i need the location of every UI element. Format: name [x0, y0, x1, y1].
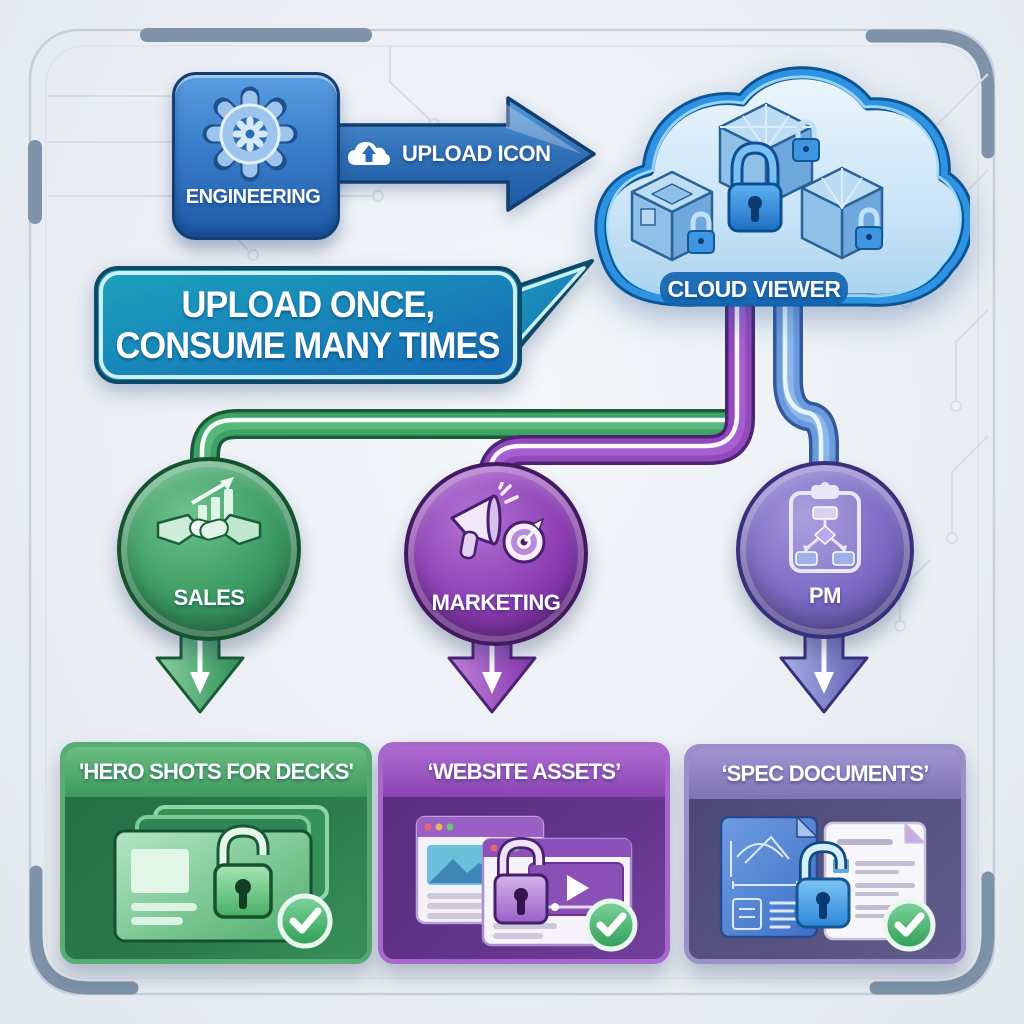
marketing-circle: MARKETING — [404, 462, 588, 646]
padlock-icon — [727, 141, 783, 233]
marketing-label: MARKETING — [431, 590, 561, 615]
open-padlock-icon — [795, 840, 851, 929]
sales-label: SALES — [173, 585, 245, 610]
banner-line-2: CONSUME MANY TIMES — [115, 325, 501, 366]
banner-line-1: UPLOAD ONCE, — [181, 283, 436, 325]
open-padlock-icon — [493, 836, 549, 925]
padlock-icon — [687, 211, 715, 254]
cloud-viewer — [594, 66, 970, 307]
open-padlock-icon — [213, 824, 273, 919]
cloud-label-plinth — [660, 272, 848, 306]
check-badge-icon — [882, 898, 936, 952]
card-hero-shots: 'HERO SHOTS FOR DECKS' — [60, 742, 372, 964]
padlock-icon — [855, 207, 883, 250]
cube-3d-icon — [630, 170, 714, 262]
frame-corner — [869, 871, 995, 995]
clipboard-flowchart-icon — [789, 482, 861, 573]
upload-arrow-content: UPLOAD ICON — [346, 133, 584, 175]
card-spec-documents: ‘SPEC DOCUMENTS’ — [684, 744, 966, 964]
frame-corner — [28, 28, 372, 224]
engineering-label: ENGINEERING — [185, 186, 321, 208]
pipe-pm — [773, 299, 839, 540]
padlock-icon — [792, 119, 820, 162]
pm-circle: PM — [736, 461, 914, 639]
card-title: ‘WEBSITE ASSETS’ — [383, 747, 665, 797]
frame-corner — [865, 29, 995, 159]
card-title: ‘SPEC DOCUMENTS’ — [689, 749, 961, 799]
slides-stack-icon — [113, 805, 333, 949]
frame — [28, 28, 996, 996]
blueprint-document-icon — [719, 815, 936, 952]
card-title: 'HERO SHOTS FOR DECKS' — [65, 747, 367, 797]
handshake-growth-icon — [156, 477, 262, 546]
upload-arrow — [332, 96, 596, 212]
banner: UPLOAD ONCE, CONSUME MANY TIMES — [100, 272, 516, 378]
pipe-sales — [190, 409, 750, 545]
check-badge-icon — [277, 893, 333, 949]
sales-circle: SALES — [117, 457, 301, 641]
card-website-assets: ‘WEBSITE ASSETS’ — [378, 742, 670, 964]
pm-label: PM — [809, 583, 842, 608]
gear-icon — [202, 86, 298, 182]
frame-corner — [29, 865, 139, 995]
cloud-viewer-label: CLOUD VIEWER — [667, 276, 841, 302]
cloud-upload-icon — [348, 142, 390, 165]
banner-bubble — [94, 259, 594, 384]
upload-arrow-label: UPLOAD ICON — [402, 141, 551, 166]
check-badge-icon — [584, 898, 638, 952]
browser-windows-icon — [415, 815, 638, 952]
megaphone-target-icon — [450, 482, 546, 564]
